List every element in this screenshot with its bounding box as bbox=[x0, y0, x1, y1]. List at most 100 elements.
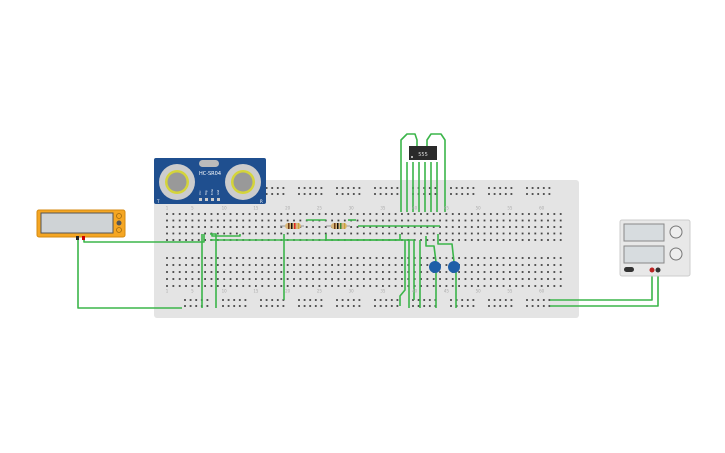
breadboard-hole[interactable] bbox=[369, 264, 372, 266]
breadboard-hole[interactable] bbox=[274, 264, 276, 266]
breadboard-hole[interactable] bbox=[445, 271, 448, 273]
breadboard-hole[interactable] bbox=[312, 285, 314, 287]
breadboard-hole[interactable] bbox=[375, 226, 378, 228]
breadboard-hole[interactable] bbox=[261, 257, 264, 259]
breadboard-hole[interactable] bbox=[401, 232, 403, 235]
breadboard-hole[interactable] bbox=[477, 219, 480, 222]
breadboard-hole[interactable] bbox=[293, 232, 295, 235]
breadboard-hole[interactable] bbox=[178, 285, 181, 287]
breadboard-hole[interactable] bbox=[178, 257, 181, 259]
breadboard-hole[interactable] bbox=[413, 232, 416, 235]
breadboard-hole[interactable] bbox=[356, 232, 359, 235]
breadboard-hole[interactable] bbox=[439, 213, 441, 215]
breadboard-hole[interactable] bbox=[166, 278, 168, 280]
breadboard-hole[interactable] bbox=[464, 278, 467, 280]
breadboard-hole[interactable] bbox=[528, 257, 530, 259]
breadboard-hole[interactable] bbox=[223, 285, 226, 287]
breadboard-hole[interactable] bbox=[255, 264, 257, 266]
breadboard-hole[interactable] bbox=[286, 264, 289, 266]
breadboard-hole[interactable] bbox=[314, 193, 317, 195]
breadboard-hole[interactable] bbox=[451, 226, 454, 228]
breadboard-hole[interactable] bbox=[347, 305, 350, 307]
breadboard-hole[interactable] bbox=[286, 257, 289, 259]
breadboard-hole[interactable] bbox=[375, 278, 378, 280]
breadboard-hole[interactable] bbox=[502, 285, 505, 287]
breadboard-hole[interactable] bbox=[324, 271, 327, 273]
breadboard-hole[interactable] bbox=[350, 257, 353, 259]
breadboard-hole[interactable] bbox=[248, 219, 251, 222]
breadboard-hole[interactable] bbox=[191, 239, 194, 241]
breadboard-hole[interactable] bbox=[477, 257, 480, 259]
breadboard-hole[interactable] bbox=[347, 187, 350, 189]
breadboard-hole[interactable] bbox=[358, 299, 361, 301]
breadboard-hole[interactable] bbox=[280, 219, 283, 222]
breadboard-hole[interactable] bbox=[528, 232, 530, 235]
breadboard-hole[interactable] bbox=[320, 305, 323, 307]
breadboard-hole[interactable] bbox=[540, 271, 543, 273]
breadboard-hole[interactable] bbox=[204, 257, 206, 259]
breadboard-hole[interactable] bbox=[379, 193, 382, 195]
breadboard-hole[interactable] bbox=[172, 213, 175, 215]
breadboard-hole[interactable] bbox=[210, 219, 213, 222]
breadboard-hole[interactable] bbox=[166, 271, 168, 273]
breadboard-hole[interactable] bbox=[432, 226, 435, 228]
breadboard-hole[interactable] bbox=[394, 271, 397, 273]
capacitor[interactable] bbox=[448, 261, 460, 273]
breadboard-hole[interactable] bbox=[407, 226, 410, 228]
mode-dial-icon[interactable] bbox=[116, 220, 122, 226]
breadboard-hole[interactable] bbox=[458, 239, 460, 241]
breadboard-hole[interactable] bbox=[286, 271, 289, 273]
breadboard-hole[interactable] bbox=[534, 226, 537, 228]
breadboard-hole[interactable] bbox=[352, 187, 355, 189]
breadboard-hole[interactable] bbox=[320, 193, 323, 195]
breadboard-hole[interactable] bbox=[331, 278, 333, 280]
breadboard-hole[interactable] bbox=[369, 278, 372, 280]
breadboard-hole[interactable] bbox=[559, 257, 562, 259]
breadboard-hole[interactable] bbox=[423, 299, 426, 301]
breadboard-hole[interactable] bbox=[445, 264, 448, 266]
breadboard-hole[interactable] bbox=[470, 278, 473, 280]
breadboard-hole[interactable] bbox=[396, 305, 399, 307]
breadboard-hole[interactable] bbox=[274, 285, 276, 287]
breadboard-hole[interactable] bbox=[388, 285, 391, 287]
timer-ic-555[interactable]: 555 bbox=[409, 146, 437, 160]
breadboard-hole[interactable] bbox=[528, 278, 530, 280]
breadboard-hole[interactable] bbox=[432, 285, 435, 287]
breadboard-hole[interactable] bbox=[428, 299, 431, 301]
breadboard-hole[interactable] bbox=[261, 232, 264, 235]
breadboard-hole[interactable] bbox=[542, 193, 545, 195]
breadboard-hole[interactable] bbox=[528, 271, 530, 273]
breadboard-hole[interactable] bbox=[312, 226, 314, 228]
breadboard-hole[interactable] bbox=[542, 299, 545, 301]
breadboard-hole[interactable] bbox=[388, 257, 391, 259]
breadboard-hole[interactable] bbox=[445, 226, 448, 228]
breadboard-hole[interactable] bbox=[502, 257, 505, 259]
breadboard-hole[interactable] bbox=[407, 219, 410, 222]
breadboard-hole[interactable] bbox=[420, 226, 422, 228]
breadboard-hole[interactable] bbox=[540, 213, 543, 215]
breadboard-hole[interactable] bbox=[229, 219, 232, 222]
breadboard-hole[interactable] bbox=[298, 187, 300, 189]
breadboard-hole[interactable] bbox=[286, 232, 289, 235]
breadboard-hole[interactable] bbox=[423, 193, 426, 195]
breadboard-hole[interactable] bbox=[504, 187, 507, 189]
breadboard-hole[interactable] bbox=[331, 232, 333, 235]
breadboard-hole[interactable] bbox=[382, 226, 384, 228]
breadboard-hole[interactable] bbox=[477, 226, 480, 228]
breadboard-hole[interactable] bbox=[432, 239, 435, 241]
breadboard-hole[interactable] bbox=[267, 226, 270, 228]
breadboard-hole[interactable] bbox=[356, 226, 359, 228]
breadboard-hole[interactable] bbox=[432, 278, 435, 280]
breadboard-hole[interactable] bbox=[369, 226, 372, 228]
breadboard-hole[interactable] bbox=[229, 213, 232, 215]
breadboard-hole[interactable] bbox=[216, 213, 219, 215]
breadboard-hole[interactable] bbox=[528, 213, 530, 215]
breadboard-hole[interactable] bbox=[242, 271, 245, 273]
breadboard-hole[interactable] bbox=[540, 257, 543, 259]
breadboard-hole[interactable] bbox=[547, 271, 549, 273]
breadboard-hole[interactable] bbox=[324, 278, 327, 280]
breadboard-hole[interactable] bbox=[223, 271, 226, 273]
breadboard-hole[interactable] bbox=[515, 278, 518, 280]
breadboard-hole[interactable] bbox=[521, 285, 524, 287]
breadboard-hole[interactable] bbox=[303, 299, 306, 301]
